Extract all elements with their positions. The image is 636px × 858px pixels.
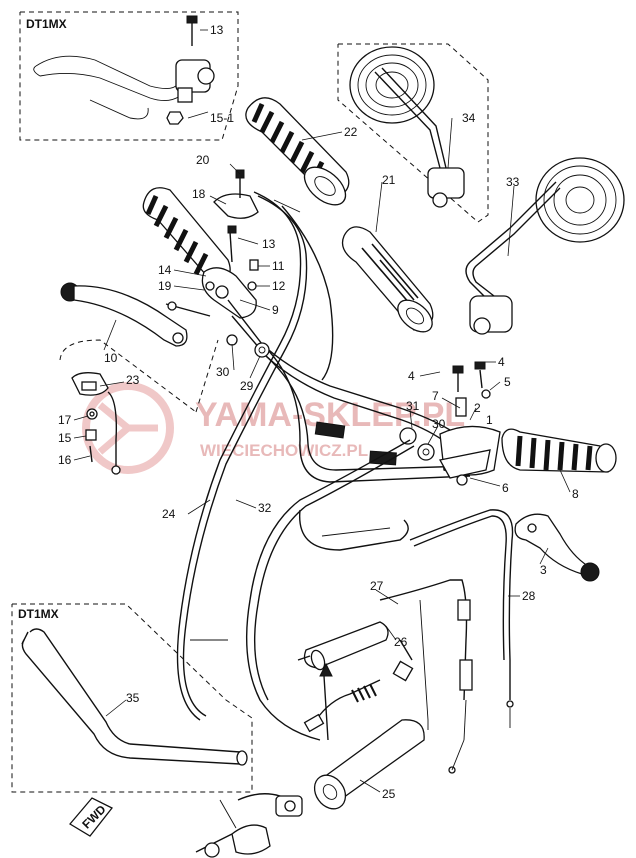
label-15: 15 xyxy=(58,431,72,445)
inset-top-title: DT1MX xyxy=(26,17,67,31)
label-13a: 13 xyxy=(210,23,224,37)
label-4a: 4 xyxy=(408,369,415,383)
label-32: 32 xyxy=(258,501,272,515)
label-1: 1 xyxy=(486,413,493,427)
label-18: 18 xyxy=(192,187,206,201)
label-28: 28 xyxy=(522,589,536,603)
label-11: 11 xyxy=(272,259,285,273)
label-26: 26 xyxy=(394,635,408,649)
label-30a: 30 xyxy=(216,365,230,379)
label-4b: 4 xyxy=(498,355,505,369)
watermark-sub: WIECIECHOWICZ.PL xyxy=(200,441,368,460)
label-23: 23 xyxy=(126,373,140,387)
label-7: 7 xyxy=(432,389,439,403)
label-14: 14 xyxy=(158,263,172,277)
label-29: 29 xyxy=(240,379,254,393)
label-34: 34 xyxy=(462,111,476,125)
label-13b: 13 xyxy=(262,237,276,251)
label-27: 27 xyxy=(370,579,384,593)
label-19: 19 xyxy=(158,279,172,293)
label-31: 31 xyxy=(406,399,420,413)
front-brake-lever-3 xyxy=(514,513,600,582)
label-9: 9 xyxy=(272,303,279,317)
label-16: 16 xyxy=(58,453,72,467)
label-20: 20 xyxy=(196,153,210,167)
inset-top-dt1mx: DT1MX xyxy=(19,11,239,141)
handlebar xyxy=(226,299,487,483)
part-labels: 13 15-1 22 34 33 21 20 18 13 11 12 9 14 … xyxy=(58,23,579,801)
label-12: 12 xyxy=(272,279,286,293)
label-22: 22 xyxy=(344,125,358,139)
label-15-1: 15-1 xyxy=(210,111,234,125)
label-8: 8 xyxy=(572,487,579,501)
label-5: 5 xyxy=(504,375,511,389)
tubes-25-26 xyxy=(195,621,425,858)
throttle-sleeve-21 xyxy=(341,226,434,333)
label-21: 21 xyxy=(382,173,396,187)
mirror-inset xyxy=(337,43,489,223)
mirror-33 xyxy=(465,157,625,335)
right-grip-assembly xyxy=(399,361,617,486)
label-35: 35 xyxy=(126,691,140,705)
label-33: 33 xyxy=(506,175,520,189)
label-30b: 30 xyxy=(432,417,446,431)
label-10: 10 xyxy=(104,351,118,365)
left-grip-assembly xyxy=(142,169,259,319)
switch-23 xyxy=(59,339,219,475)
clutch-lever-10 xyxy=(60,282,211,347)
label-6: 6 xyxy=(502,481,509,495)
leader-lines xyxy=(73,29,571,793)
cables xyxy=(176,191,514,774)
inset-bottom-dt1mx: DT1MX xyxy=(11,603,253,793)
grip-22 xyxy=(245,97,350,206)
label-17: 17 xyxy=(58,413,72,427)
label-25: 25 xyxy=(382,787,396,801)
label-2: 2 xyxy=(474,401,481,415)
fwd-badge: FWD xyxy=(69,797,114,837)
label-24: 24 xyxy=(162,507,176,521)
label-3: 3 xyxy=(540,563,547,577)
inset-bottom-title: DT1MX xyxy=(18,607,59,621)
